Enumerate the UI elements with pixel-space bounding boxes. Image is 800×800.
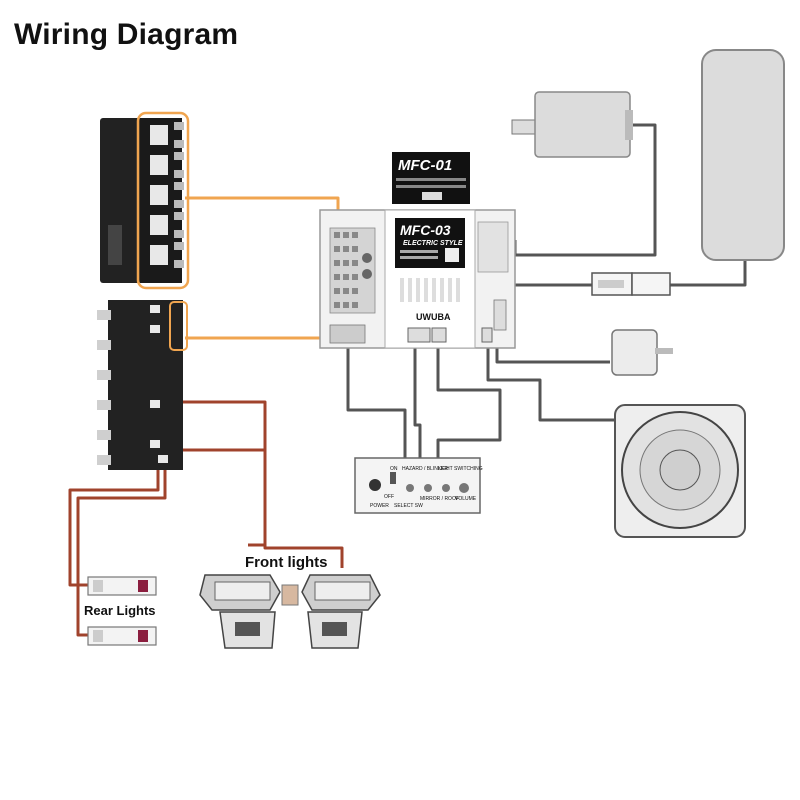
mfc03-subtitle: ELECTRIC STYLE: [403, 240, 463, 247]
gray-wire-battery: [670, 260, 747, 287]
gray-wire-to-panel-1: [346, 345, 407, 458]
rear-lights-label: Rear Lights: [84, 603, 156, 618]
orange-wire-bottom: [185, 320, 340, 340]
relay-block-bottom: [97, 300, 188, 470]
front-light-left: [199, 574, 299, 649]
gray-wire-to-panel-2: [413, 345, 422, 458]
top-motor: [511, 91, 633, 158]
light-switch-label: LIGHT SWITCHING: [438, 466, 483, 472]
hazard-label: HAZARD / BLINKER: [402, 466, 449, 472]
rear-light-top: [87, 576, 157, 596]
on-label: ON: [390, 466, 398, 472]
small-motor: [611, 329, 673, 376]
mfc03-logo: MFC-03: [400, 222, 451, 238]
rear-light-bottom: [87, 626, 157, 646]
mfc01-logo: MFC-01: [398, 157, 452, 174]
off-label: OFF: [384, 494, 394, 500]
relay-block-top: [100, 111, 190, 290]
control-panel: POWER ON OFF SELECT SW HAZARD / BLINKER …: [354, 457, 483, 514]
page-title: Wiring Diagram: [14, 18, 239, 51]
red-wire-front-right: [178, 448, 344, 568]
red-wire-front-left: [178, 400, 267, 547]
mfc03-module: MFC-03 ELECTRIC STYLE UWUBA: [319, 209, 516, 349]
gray-wire-to-panel-3: [436, 345, 502, 458]
power-label: POWER: [370, 503, 389, 509]
brand-label: UWUBA: [416, 312, 451, 322]
front-lights-label: Front lights: [245, 554, 328, 571]
volume-label: VOLUME: [455, 496, 477, 502]
gray-wire-speaker: [486, 345, 615, 422]
front-light-right: [301, 574, 381, 649]
battery-connector: [591, 272, 671, 296]
red-wire-rear-bottom: [76, 452, 167, 637]
speaker: [614, 404, 746, 538]
mfc01-module: MFC-01: [392, 152, 470, 204]
gray-wire-motor: [495, 345, 610, 364]
select-label: SELECT SW: [394, 503, 423, 509]
orange-wire-top: [185, 196, 340, 225]
mirror-label: MIRROR / ROOF: [420, 496, 459, 502]
battery: [701, 49, 785, 261]
